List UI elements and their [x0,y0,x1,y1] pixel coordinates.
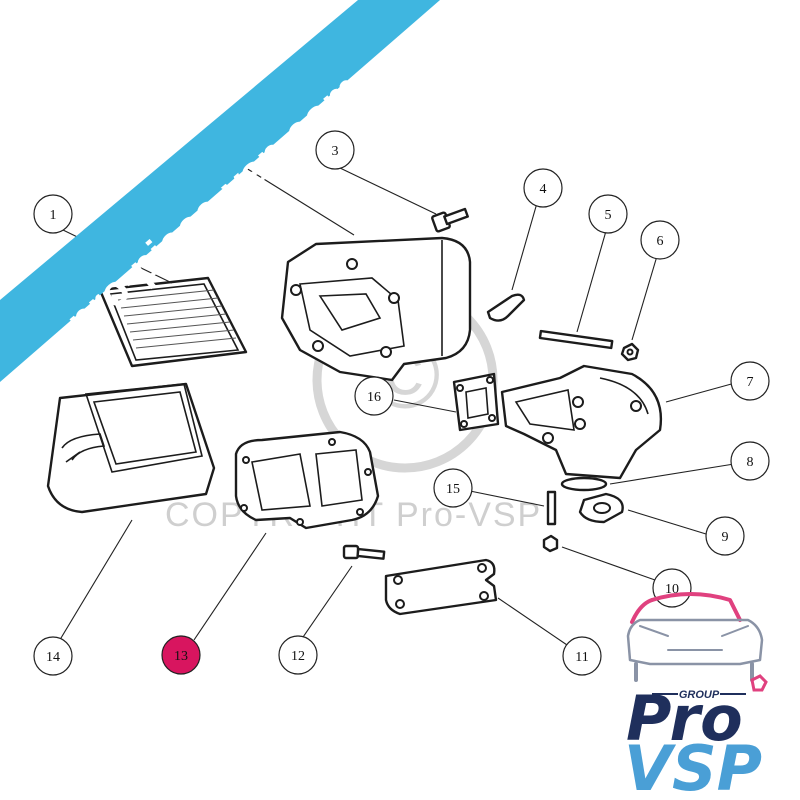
part-clip [486,293,526,322]
part-gasket-8 [560,476,608,492]
callout-10: 10 [652,568,692,608]
logo-pro-text: Pro [626,682,743,755]
callout-14: 14 [33,636,73,676]
callout-1: 1 [33,194,73,234]
callout-16: 16 [354,376,394,416]
svg-text:7: 7 [747,375,754,390]
svg-text:6: 6 [657,234,664,249]
part-nut-6 [620,342,640,362]
callout-3: 3 [315,130,355,170]
callout-13: 13 [161,635,201,675]
part-heat-shield [384,558,498,616]
svg-text:11: 11 [575,650,588,665]
callout-6: 6 [640,220,680,260]
hexagon-icon [750,674,768,692]
part-bolt-3 [431,207,469,233]
pro-vsp-logo: GROUP Pro VSP [624,592,768,800]
part-stud-5 [538,329,614,350]
part-nut-10 [542,534,559,553]
svg-text:13: 13 [174,649,188,664]
part-intake-manifold [280,236,472,382]
part-gasket-13 [234,430,380,530]
svg-text:12: 12 [291,649,305,664]
part-bolt-12 [342,544,386,560]
svg-text:1: 1 [50,208,57,223]
svg-text:5: 5 [605,208,612,223]
callout-12: 12 [278,635,318,675]
svg-text:4: 4 [540,182,547,197]
logo-vsp-text: VSP [624,732,762,800]
part-stud-15 [546,490,557,526]
svg-text:14: 14 [46,650,60,665]
svg-text:9: 9 [722,530,729,545]
callout-7: 7 [730,361,770,401]
svg-text:16: 16 [367,390,381,405]
callout-11: 11 [562,636,602,676]
callouts: 1 2 3 4 5 6 7 8 9 10 11 12 13 14 15 16 [33,130,770,676]
svg-text:3: 3 [332,144,339,159]
part-air-box-housing [46,382,216,514]
callout-9: 9 [705,516,745,556]
callout-8: 8 [730,441,770,481]
car-icon [626,592,764,682]
part-exhaust-manifold [500,364,663,480]
callout-5: 5 [588,194,628,234]
part-flange-gasket-9 [578,492,624,524]
part-gasket-16 [452,372,500,432]
svg-text:15: 15 [446,482,460,497]
callout-15: 15 [433,468,473,508]
part-air-filter [98,276,248,368]
svg-text:8: 8 [747,455,754,470]
callout-4: 4 [523,168,563,208]
logo-group-text: GROUP [679,689,720,701]
